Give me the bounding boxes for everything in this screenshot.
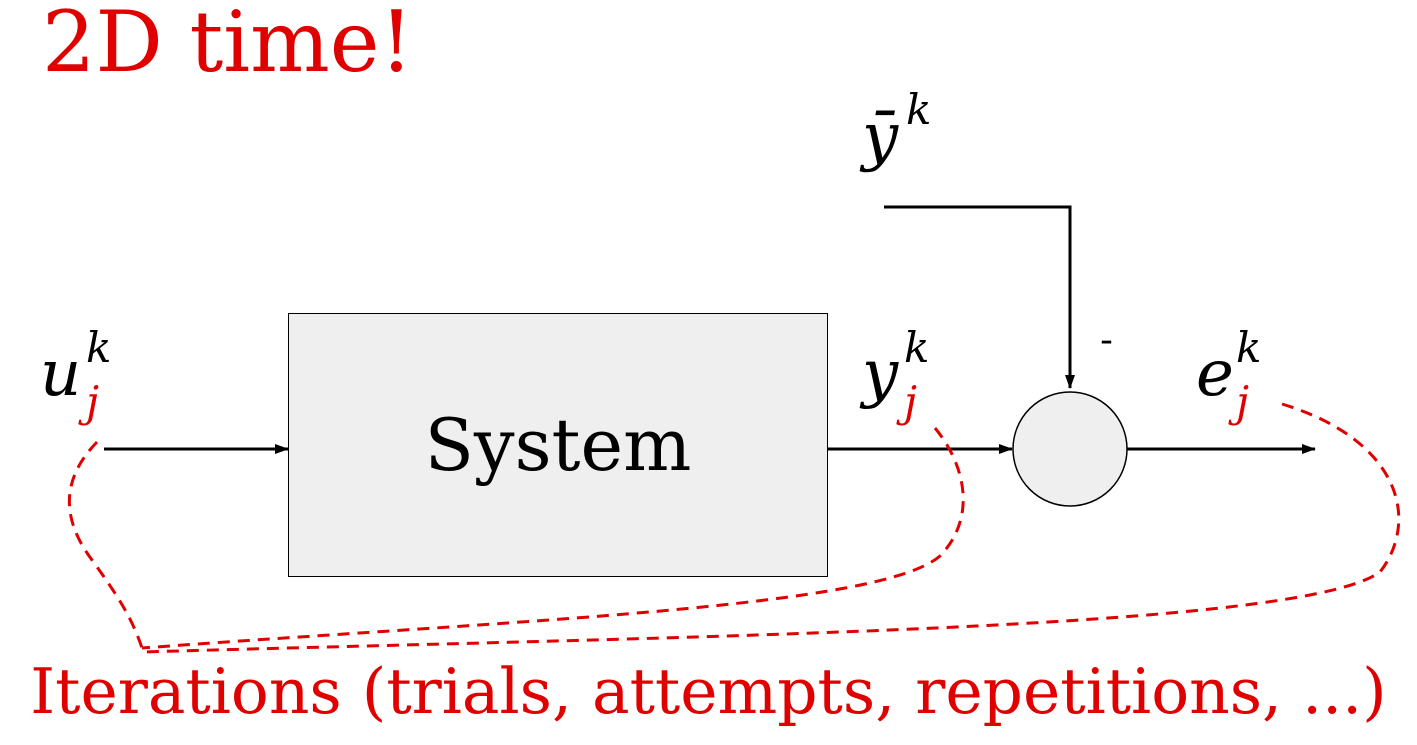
reference-sup: k	[906, 85, 931, 134]
iteration-annotation-curve-error	[141, 402, 1401, 654]
iteration-annotation-curve-input	[67, 440, 144, 649]
output-sup: k	[904, 323, 929, 372]
reference-arrow	[884, 205, 1075, 389]
summing-junction	[1012, 391, 1128, 507]
output-sub: j	[896, 377, 917, 426]
system-block-label: System	[424, 403, 692, 487]
summing-sign: -	[1100, 320, 1113, 361]
input-sup: k	[86, 323, 111, 372]
iterations-caption: Iterations (trials, attempts, repetition…	[30, 655, 1387, 728]
error-base: e	[1196, 337, 1234, 411]
reference-base: ȳ	[859, 100, 899, 174]
reference-signal-label: ȳ k	[859, 85, 931, 174]
input-base: u	[40, 337, 81, 411]
iteration-annotation-curve-output	[141, 427, 965, 650]
output-signal-label: y k j	[859, 323, 929, 426]
output-base: y	[859, 337, 899, 411]
diagram-title: 2D time!	[42, 0, 414, 91]
input-signal-label: u k j	[40, 323, 111, 426]
error-signal-label: e k j	[1196, 323, 1261, 426]
error-sup: k	[1236, 323, 1261, 372]
system-block: System	[288, 313, 828, 577]
